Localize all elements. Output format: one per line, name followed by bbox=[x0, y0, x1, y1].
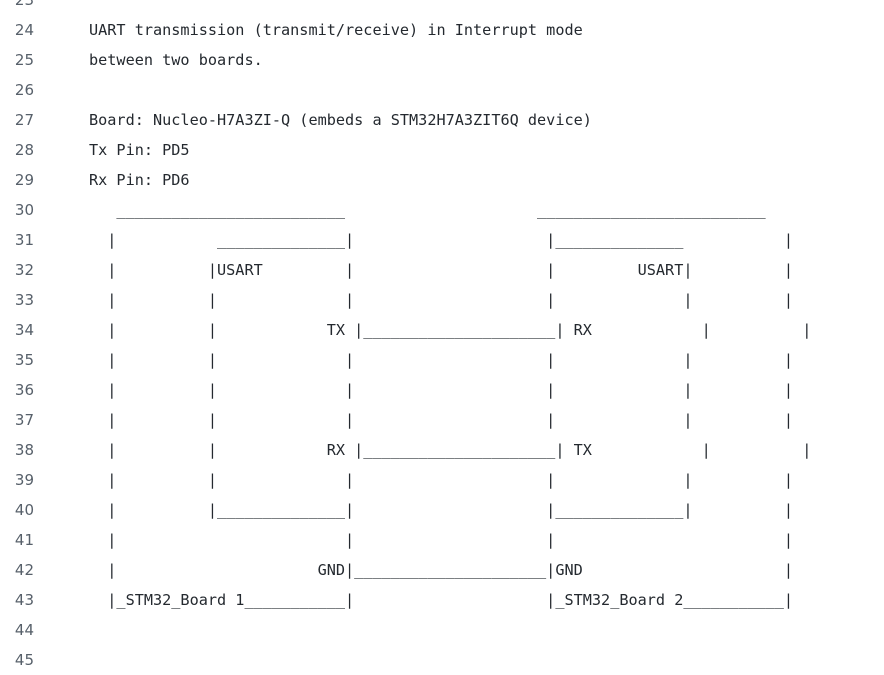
code-line: 37 | | | | | | bbox=[0, 405, 884, 435]
line-number: 31 bbox=[14, 231, 34, 249]
code-line: 44 bbox=[0, 615, 884, 645]
line-number: 37 bbox=[14, 411, 34, 429]
line-number: 39 bbox=[14, 471, 34, 489]
code-line: 33 | | | | | | bbox=[0, 285, 884, 315]
line-text: Board: Nucleo-H7A3ZI-Q (embeds a STM32H7… bbox=[89, 111, 592, 129]
line-number: 23 bbox=[14, 0, 34, 9]
code-line: 36 | | | | | | bbox=[0, 375, 884, 405]
line-number: 41 bbox=[14, 531, 34, 549]
code-line: 31 | ______________| |______________ | bbox=[0, 225, 884, 255]
line-text: | | | | | | bbox=[89, 291, 794, 309]
line-number: 29 bbox=[14, 171, 34, 189]
line-text: | | | | bbox=[89, 531, 794, 549]
code-line: 32 | |USART | | USART| | bbox=[0, 255, 884, 285]
line-number: 34 bbox=[14, 321, 34, 339]
line-text: | | RX |_____________________| TX | | bbox=[89, 441, 812, 459]
line-number: 43 bbox=[14, 591, 34, 609]
line-text: |_STM32_Board 1___________| |_STM32_Boar… bbox=[89, 591, 794, 609]
line-text: Tx Pin: PD5 bbox=[89, 141, 190, 159]
line-text: between two boards. bbox=[89, 51, 263, 69]
line-number: 36 bbox=[14, 381, 34, 399]
line-text: | | TX |_____________________| RX | | bbox=[89, 321, 812, 339]
code-line: 43 |_STM32_Board 1___________| |_STM32_B… bbox=[0, 585, 884, 615]
code-line: 45 bbox=[0, 645, 884, 675]
code-line: 26 bbox=[0, 75, 884, 105]
line-number: 25 bbox=[14, 51, 34, 69]
line-number: 28 bbox=[14, 141, 34, 159]
code-line: 39 | | | | | | bbox=[0, 465, 884, 495]
line-number: 32 bbox=[14, 261, 34, 279]
code-line: 42 | GND|_____________________|GND | bbox=[0, 555, 884, 585]
code-line: 29 Rx Pin: PD6 bbox=[0, 165, 884, 195]
line-text: | | | | | | bbox=[89, 381, 794, 399]
code-line: 30 _________________________ ___________… bbox=[0, 195, 884, 225]
line-number: 40 bbox=[14, 501, 34, 519]
code-line: 28 Tx Pin: PD5 bbox=[0, 135, 884, 165]
line-number: 42 bbox=[14, 561, 34, 579]
code-line: 24 UART transmission (transmit/receive) i… bbox=[0, 15, 884, 45]
code-line: 40 | |______________| |______________| | bbox=[0, 495, 884, 525]
line-text: | | | | | | bbox=[89, 351, 794, 369]
code-line: 38 | | RX |_____________________| TX | | bbox=[0, 435, 884, 465]
line-text: Rx Pin: PD6 bbox=[89, 171, 190, 189]
line-number: 33 bbox=[14, 291, 34, 309]
line-text: UART transmission (transmit/receive) in … bbox=[89, 21, 583, 39]
line-number: 24 bbox=[14, 21, 34, 39]
code-line: 34 | | TX |_____________________| RX | | bbox=[0, 315, 884, 345]
line-number: 35 bbox=[14, 351, 34, 369]
line-text: | GND|_____________________|GND | bbox=[89, 561, 794, 579]
line-number: 27 bbox=[14, 111, 34, 129]
line-number: 45 bbox=[14, 651, 34, 669]
line-text: | |______________| |______________| | bbox=[89, 501, 794, 519]
line-text: | |USART | | USART| | bbox=[89, 261, 794, 279]
code-line: 41 | | | | bbox=[0, 525, 884, 555]
line-number: 26 bbox=[14, 81, 34, 99]
line-text: | ______________| |______________ | bbox=[89, 231, 794, 249]
code-line: 23 bbox=[0, 0, 884, 15]
line-text: | | | | | | bbox=[89, 471, 794, 489]
line-number: 30 bbox=[14, 201, 34, 219]
code-line: 35 | | | | | | bbox=[0, 345, 884, 375]
line-text: | | | | | | bbox=[89, 411, 794, 429]
code-line: 27 Board: Nucleo-H7A3ZI-Q (embeds a STM32… bbox=[0, 105, 884, 135]
line-text: _________________________ ______________… bbox=[89, 201, 766, 219]
line-number: 38 bbox=[14, 441, 34, 459]
code-line: 25 between two boards. bbox=[0, 45, 884, 75]
line-number: 44 bbox=[14, 621, 34, 639]
